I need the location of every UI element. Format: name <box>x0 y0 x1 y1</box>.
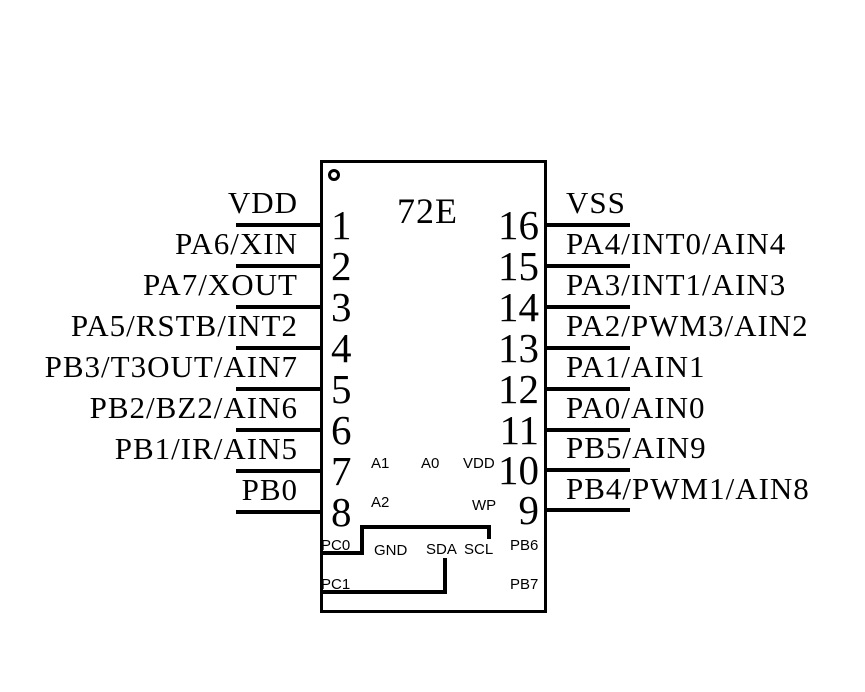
pin-number-15: 15 <box>498 243 539 289</box>
pin-wire-4 <box>236 346 321 350</box>
pad-pc0: PC0 <box>321 537 351 554</box>
pin-label-10: PB5/AIN9 <box>566 430 707 465</box>
pin-wire-6 <box>236 428 321 432</box>
pin-number-11: 11 <box>499 407 539 453</box>
pad-gnd: GND <box>374 542 408 559</box>
pad-scl: SCL <box>464 541 494 558</box>
pin-wire-13 <box>545 346 630 350</box>
pin-wire-15 <box>545 264 630 268</box>
pin-label-2: PA6/XIN <box>175 226 298 261</box>
pin-label-14: PA3/INT1/AIN3 <box>566 267 787 302</box>
pin-wire-11 <box>545 428 630 432</box>
pad-sda: SDA <box>426 541 457 558</box>
pin-label-13: PA2/PWM3/AIN2 <box>566 308 809 343</box>
pin-number-7: 7 <box>331 448 352 494</box>
pin1-indicator-icon <box>328 169 340 181</box>
pin-label-9: PB4/PWM1/AIN8 <box>566 471 810 506</box>
pad-vdd: VDD <box>463 455 495 472</box>
pin-number-2: 2 <box>331 243 352 289</box>
pin-label-16: VSS <box>566 185 626 220</box>
pin-number-5: 5 <box>331 366 352 412</box>
pad-pb6: PB6 <box>510 537 539 554</box>
pin-wire-16 <box>545 223 630 227</box>
pin-wire-14 <box>545 305 630 309</box>
pin-number-14: 14 <box>498 284 539 330</box>
pad-wp: WP <box>472 497 497 514</box>
pin-label-15: PA4/INT0/AIN4 <box>566 226 787 261</box>
pin-number-12: 12 <box>498 366 539 412</box>
pin-label-3: PA7/XOUT <box>143 267 298 302</box>
pin-wire-3 <box>236 305 321 309</box>
pin-wire-8 <box>236 510 321 514</box>
chip-title: 72E <box>397 191 458 231</box>
pin-label-1: VDD <box>227 185 298 220</box>
pin-number-4: 4 <box>331 325 352 371</box>
pin-label-7: PB1/IR/AIN5 <box>114 431 298 466</box>
pad-pb7: PB7 <box>510 576 539 593</box>
pin-number-6: 6 <box>331 407 352 453</box>
pin-number-3: 3 <box>331 284 352 330</box>
pad-a2: A2 <box>371 494 390 511</box>
pin-number-13: 13 <box>498 325 539 371</box>
pad-a0: A0 <box>421 455 440 472</box>
pin-label-6: PB2/BZ2/AIN6 <box>89 390 298 425</box>
pin-wire-5 <box>236 387 321 391</box>
pin-wire-12 <box>545 387 630 391</box>
pin-number-10: 10 <box>498 447 539 493</box>
pin-wire-7 <box>236 469 321 473</box>
pin-wire-10 <box>545 468 630 472</box>
pad-a1: A1 <box>371 455 390 472</box>
pin-label-11: PA0/AIN0 <box>566 390 706 425</box>
pin-number-16: 16 <box>498 202 539 248</box>
pin-number-8: 8 <box>331 489 352 535</box>
pin-wire-2 <box>236 264 321 268</box>
pin-label-12: PA1/AIN1 <box>566 349 706 384</box>
pin-number-9: 9 <box>518 487 540 533</box>
pin-wire-1 <box>236 223 321 227</box>
pin-label-5: PB3/T3OUT/AIN7 <box>44 349 298 384</box>
pin-number-1: 1 <box>331 202 352 248</box>
pad-pc1: PC1 <box>321 576 351 593</box>
pin-wire-9 <box>545 508 630 512</box>
pin-label-8: PB0 <box>241 472 298 507</box>
pin-label-4: PA5/RSTB/INT2 <box>70 308 298 343</box>
